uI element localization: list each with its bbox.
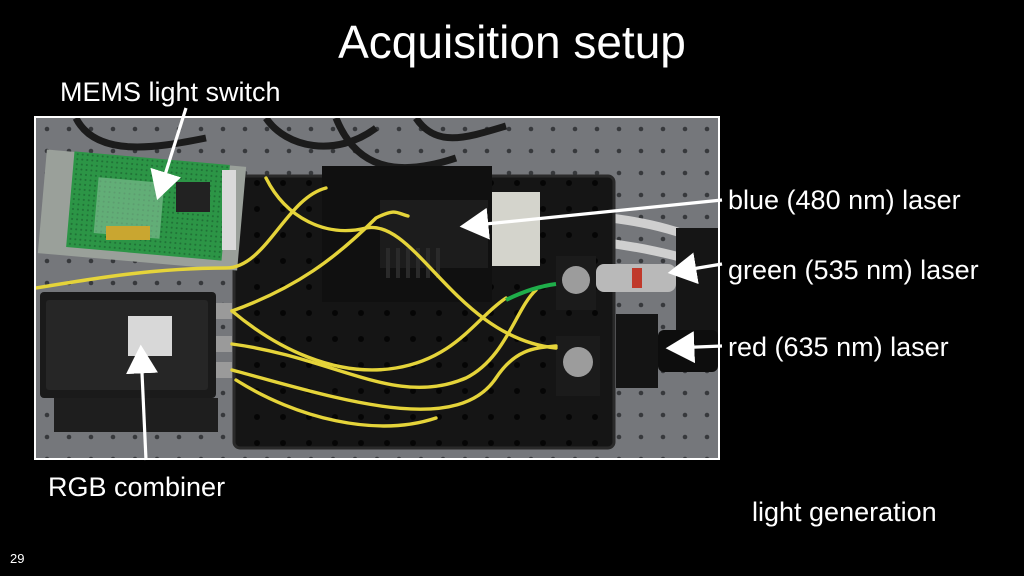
arrow-red-laser bbox=[665, 331, 723, 364]
arrow-rgb-combiner bbox=[126, 344, 159, 461]
green-laser-mount bbox=[556, 228, 718, 348]
black-cables bbox=[72, 118, 508, 172]
arrow-green-laser bbox=[667, 252, 723, 285]
label-green-laser: green (535 nm) laser bbox=[728, 255, 979, 285]
arrow-mems bbox=[150, 107, 188, 201]
label-blue-laser: blue (480 nm) laser bbox=[728, 185, 961, 215]
label-light-generation: light generation bbox=[752, 497, 937, 527]
slide-number: 29 bbox=[10, 551, 25, 566]
setup-photo-illustration bbox=[36, 118, 718, 458]
optical-fibers bbox=[36, 176, 558, 428]
green-fiber bbox=[505, 282, 557, 302]
label-red-laser: red (635 nm) laser bbox=[728, 332, 949, 362]
setup-photo bbox=[34, 116, 720, 460]
slide-title: Acquisition setup bbox=[338, 16, 686, 68]
label-mems-light-switch: MEMS light switch bbox=[60, 77, 281, 107]
mems-board bbox=[37, 149, 247, 271]
arrow-blue-laser bbox=[459, 198, 723, 240]
label-rgb-combiner: RGB combiner bbox=[48, 472, 226, 502]
